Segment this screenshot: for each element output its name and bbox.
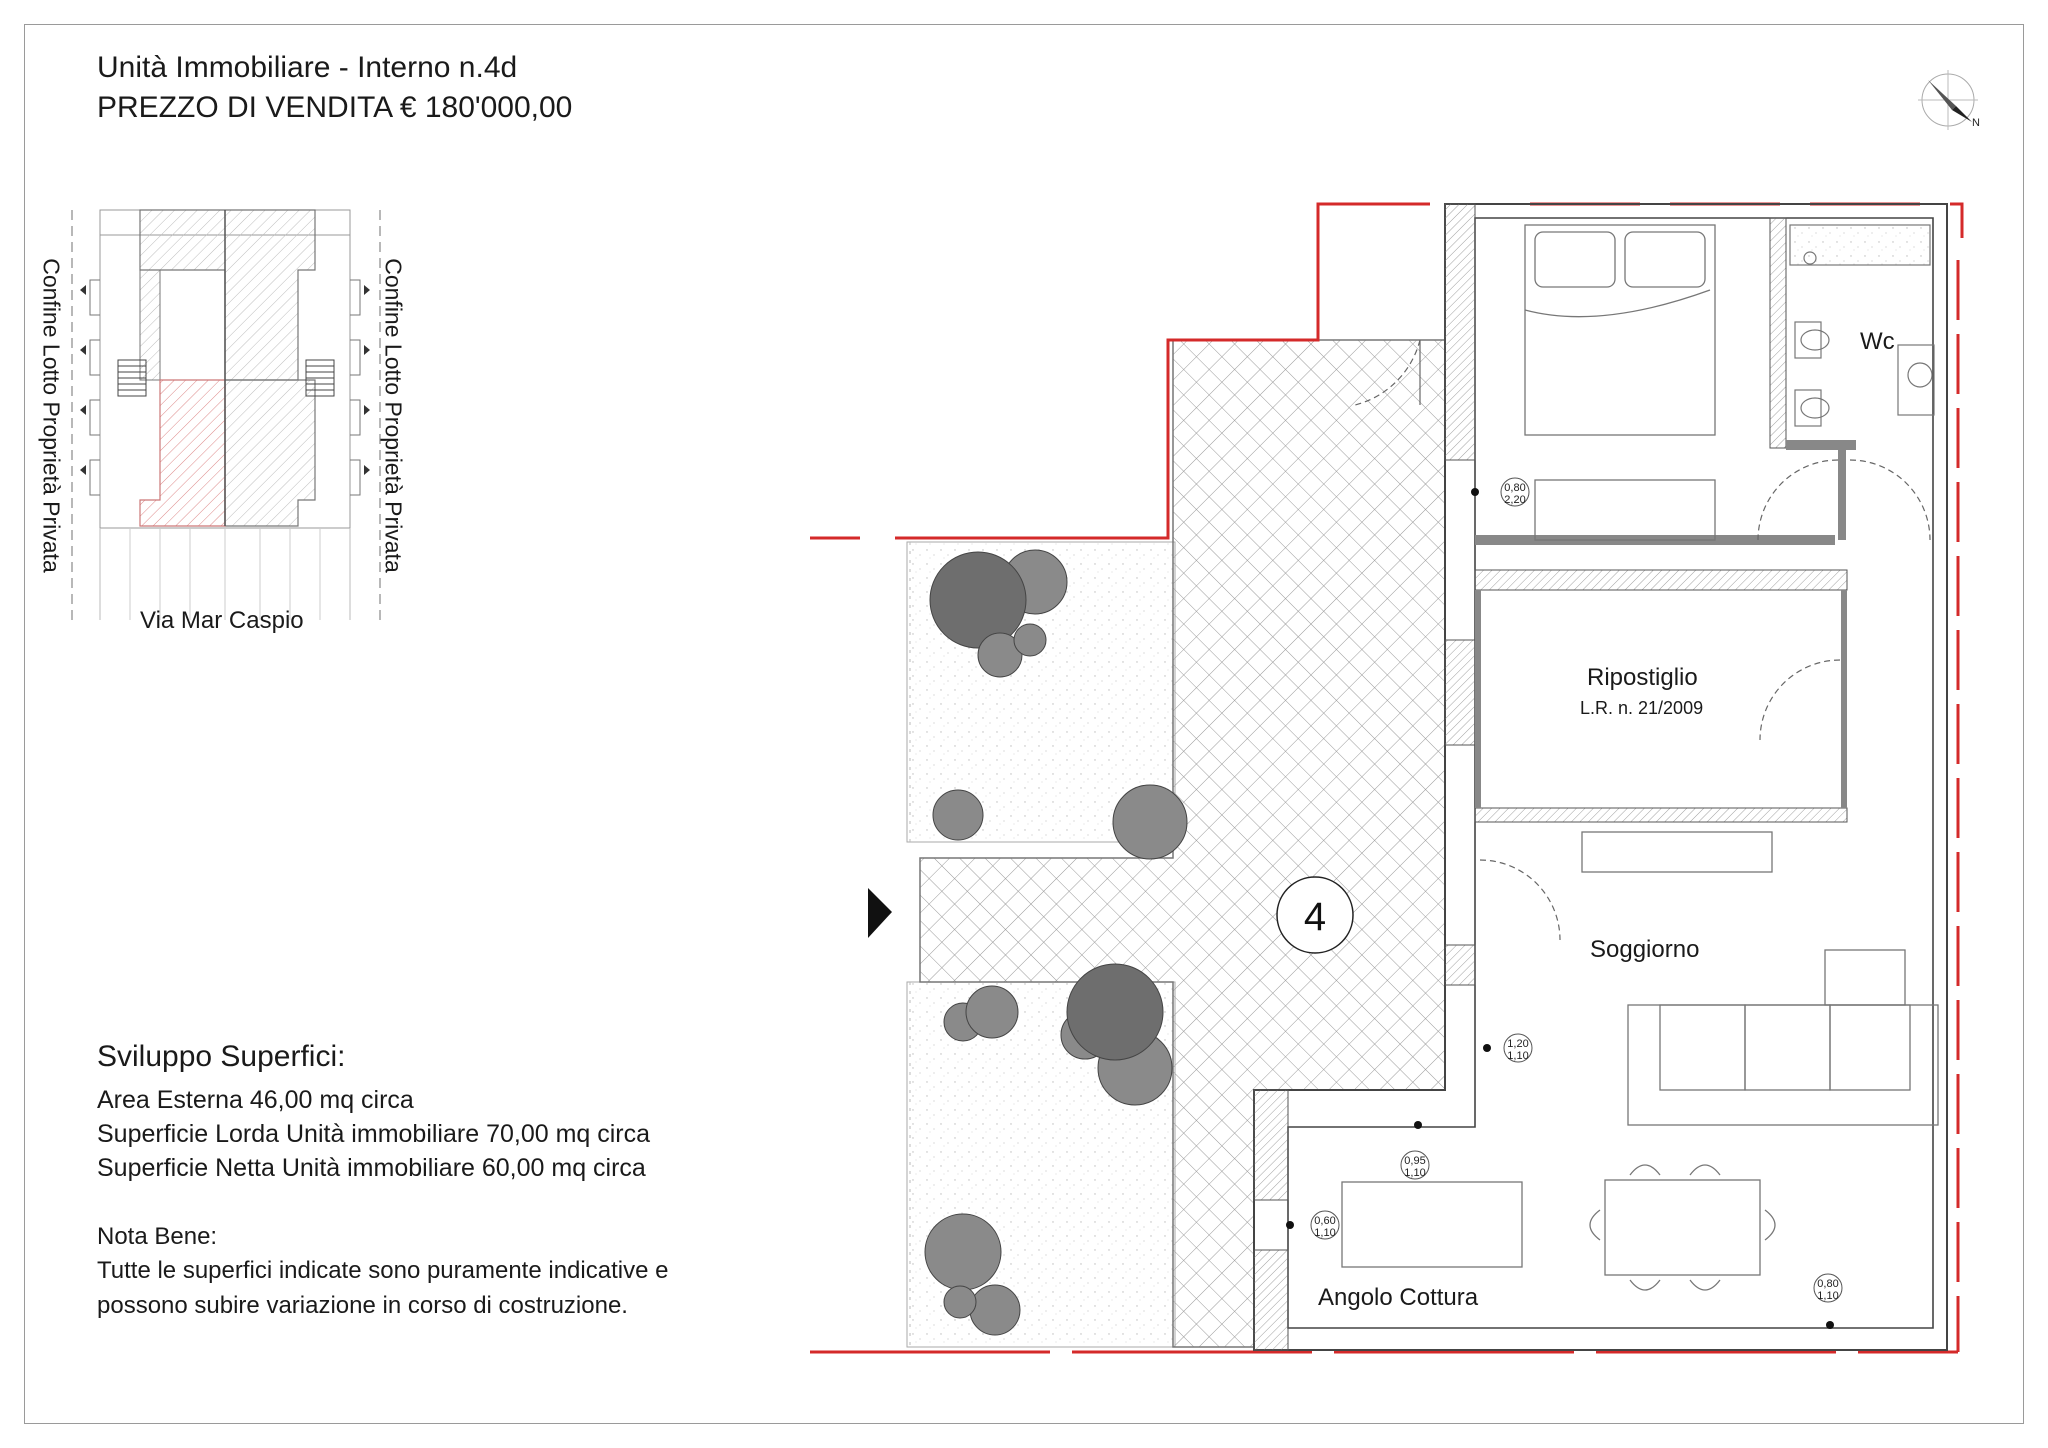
opening-4-h: 1,10	[1314, 1227, 1335, 1239]
room-wc-label: Wc	[1860, 328, 1895, 355]
opening-2-w: 1,20	[1507, 1038, 1528, 1050]
price-title: PREZZO DI VENDITA € 180'000,00	[97, 91, 573, 124]
opening-1-w: 0,80	[1504, 482, 1525, 494]
room-storage-note: L.R. n. 21/2009	[1580, 698, 1704, 718]
entrance-arrow-icon	[868, 888, 892, 938]
site-key-plan	[71, 209, 381, 620]
opening-circles	[1310, 477, 1843, 1303]
room-storage-label: Ripostiglio	[1587, 664, 1698, 691]
dining-table	[1589, 1164, 1776, 1291]
door-swings	[1354, 339, 1931, 941]
surface-gross: Superficie Lorda Unità immobiliare 70,00…	[97, 1120, 651, 1148]
sheet-frame	[24, 24, 2024, 1424]
compass-icon: N	[1918, 70, 1980, 130]
unit-number-circle	[1276, 876, 1354, 954]
trees	[924, 549, 1188, 1336]
unit-title: Unità Immobiliare - Interno n.4d	[97, 51, 518, 84]
wc-fixtures	[1789, 224, 1935, 427]
surface-external: Area Esterna 46,00 mq circa	[97, 1086, 414, 1114]
note-heading: Nota Bene:	[97, 1223, 218, 1250]
property-boundary	[810, 202, 1964, 1354]
kitchen-counter	[1341, 1181, 1523, 1268]
bed-furniture	[1524, 224, 1716, 541]
unit-number: 4	[1304, 895, 1326, 939]
opening-1-h: 2,20	[1504, 494, 1525, 506]
room-kitchen-label: Angolo Cottura	[1318, 1284, 1479, 1311]
room-living-label: Soggiorno	[1590, 936, 1700, 963]
opening-markers	[1286, 488, 1834, 1329]
title-block: Unità Immobiliare - Interno n.4d PREZZO …	[97, 48, 572, 128]
street-label: Via Mar Caspio	[140, 607, 304, 634]
compass-n-label: N	[1972, 117, 1980, 129]
opening-5-h: 1,10	[1817, 1290, 1838, 1302]
wardrobe	[1581, 831, 1773, 873]
sofa-furniture	[1627, 949, 1939, 1126]
opening-3-h: 1,10	[1404, 1167, 1425, 1179]
opening-5-w: 0,80	[1817, 1278, 1838, 1290]
opening-3-w: 0,95	[1404, 1155, 1425, 1167]
opening-4-w: 0,60	[1314, 1215, 1335, 1227]
opening-2-h: 1,10	[1507, 1050, 1528, 1062]
surface-net: Superficie Netta Unità immobiliare 60,00…	[97, 1154, 646, 1182]
surfaces-heading: Sviluppo Superfici:	[97, 1040, 346, 1073]
note-text: Tutte le superfici indicate sono puramen…	[97, 1257, 669, 1319]
